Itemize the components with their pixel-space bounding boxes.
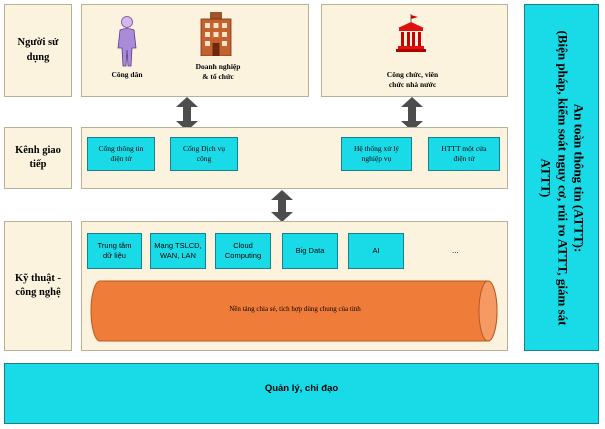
row-label-tech: Kỹ thuật - công nghệ [4,221,72,351]
row-label-tech-text: Kỹ thuật - công nghệ [14,272,62,298]
management-label: Quản lý, chỉ đạo [264,383,339,394]
security-text: An toàn thông tin (ATTT): (Biện pháp, ki… [538,29,586,326]
row-label-users-text: Người sử dụng [17,37,59,63]
office-building-icon [200,12,232,56]
citizen-icon [117,16,137,67]
double-arrow-channels-tech [271,190,293,222]
business-label: Doanh nghiệp & tổ chức [195,62,241,82]
tech-box-big-data: Big Data [282,233,338,269]
row-label-channels-text: Kênh giao tiếp [15,144,61,170]
double-arrow-users-channels-left [176,97,198,131]
channel-box-public-service-portal: Cổng Dịch vụ công [170,137,238,171]
tech-box-cloud: Cloud Computing [215,233,271,269]
tech-more-ellipsis: ... [452,246,459,255]
users-panel-left [81,4,309,97]
channel-box-processing-system: Hệ thống xử lý nghiệp vụ [341,137,412,171]
officials-label: Công chức, viên chức nhà nước [386,70,439,90]
tech-box-network: Mạng TSLCD, WAN, LAN [150,233,206,269]
tech-box-data-center: Trung tâm dữ liệu [87,233,142,269]
row-label-channels: Kênh giao tiếp [4,127,72,189]
tech-box-ai: AI [348,233,404,269]
government-building-icon [396,14,426,52]
channel-box-one-stop-system: HTTT một cửa điện tử [428,137,500,171]
citizen-label: Công dân [111,70,143,79]
double-arrow-users-channels-right [401,97,423,131]
platform-label: Nền tảng chia sẻ, tích hợp dùng chung củ… [229,305,361,313]
channel-box-e-portal: Cổng thông tin điện tử [87,137,155,171]
row-label-users: Người sử dụng [4,4,72,97]
platform-cylinder [90,280,498,342]
management-bar: Quản lý, chỉ đạo [4,363,599,424]
security-bar: An toàn thông tin (ATTT): (Biện pháp, ki… [524,4,599,351]
